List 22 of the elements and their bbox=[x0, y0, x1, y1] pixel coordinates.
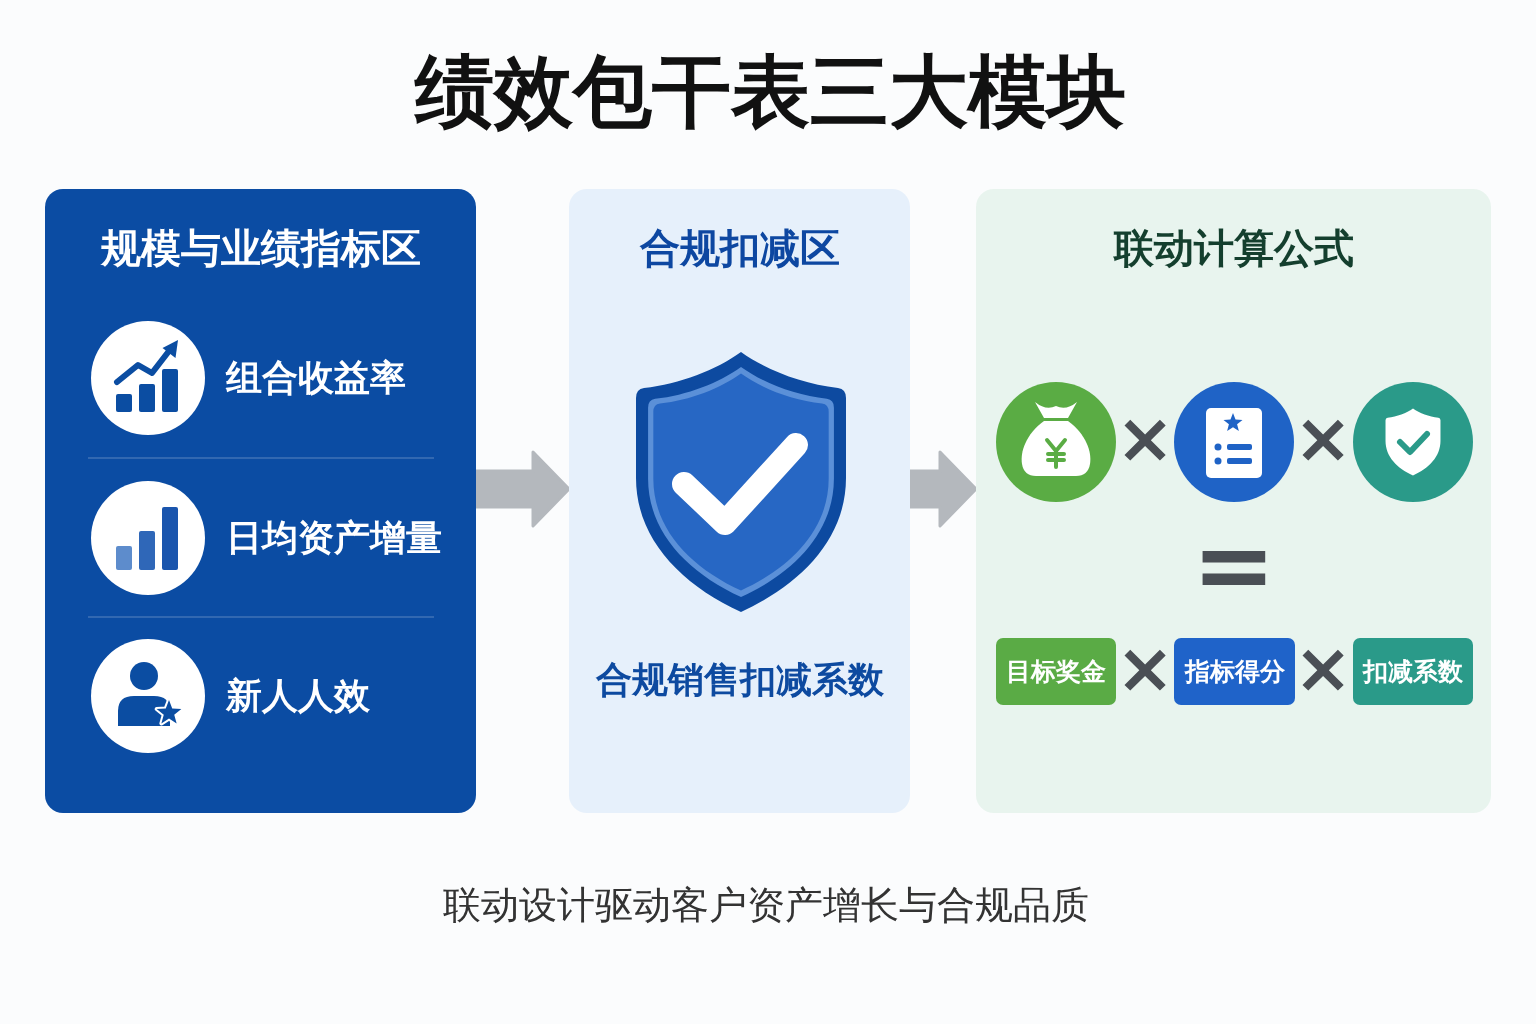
metric-label: 新人人效 bbox=[226, 674, 370, 718]
panel-heading: 联动计算公式 bbox=[1113, 224, 1354, 272]
panel-heading: 合规扣减区 bbox=[639, 224, 840, 272]
metric-label: 日均资产增量 bbox=[226, 516, 442, 560]
panel-heading: 规模与业绩指标区 bbox=[100, 224, 421, 272]
equals-sign: = bbox=[1192, 515, 1276, 615]
multiplication-sign: × bbox=[1115, 632, 1175, 703]
block-arrow bbox=[474, 450, 571, 528]
formula-term-tag: 指标得分 bbox=[1174, 638, 1295, 705]
module-panel bbox=[45, 189, 476, 813]
multiplication-sign: × bbox=[1115, 402, 1175, 473]
block-arrow bbox=[908, 450, 978, 528]
coefficient-label: 合规销售扣减系数 bbox=[595, 658, 884, 702]
module-panel bbox=[976, 189, 1491, 813]
formula-term-tag: 扣减系数 bbox=[1353, 638, 1473, 705]
module-panel bbox=[569, 189, 910, 813]
multiplication-sign: × bbox=[1293, 632, 1353, 703]
metric-label: 组合收益率 bbox=[226, 356, 406, 400]
diagram-title: 绩效包干表三大模块 bbox=[414, 47, 1126, 138]
multiplication-sign: × bbox=[1293, 402, 1353, 473]
formula-term-tag: 目标奖金 bbox=[996, 638, 1116, 705]
diagram-caption: 联动设计驱动客户资产增长与合规品质 bbox=[443, 883, 1089, 929]
